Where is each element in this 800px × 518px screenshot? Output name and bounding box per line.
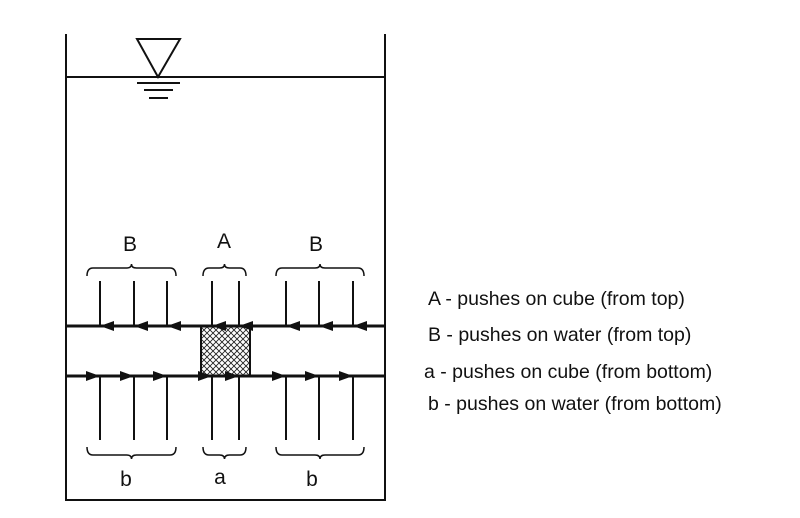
legend-item-A: A - pushes on cube (from top) [428,288,685,310]
legend-item-B: B - pushes on water (from top) [428,324,692,346]
brace-top-left [86,263,177,277]
label-top-middle: A [217,230,231,253]
brace-bottom-middle [202,446,247,460]
label-bottom-left: b [120,468,132,491]
legend-item-a: a - pushes on cube (from bottom) [424,361,713,383]
brace-bottom-left [86,446,177,460]
legend-item-b: b - pushes on water (from bottom) [428,393,722,415]
brace-top-middle [202,263,247,277]
label-bottom-middle: a [214,466,226,489]
water-level-icon [135,38,182,99]
brace-bottom-right [275,446,365,460]
label-top-left: B [123,233,137,256]
brace-top-right [275,263,365,277]
label-top-right: B [309,233,323,256]
label-bottom-right: b [306,468,318,491]
cube [200,325,251,377]
